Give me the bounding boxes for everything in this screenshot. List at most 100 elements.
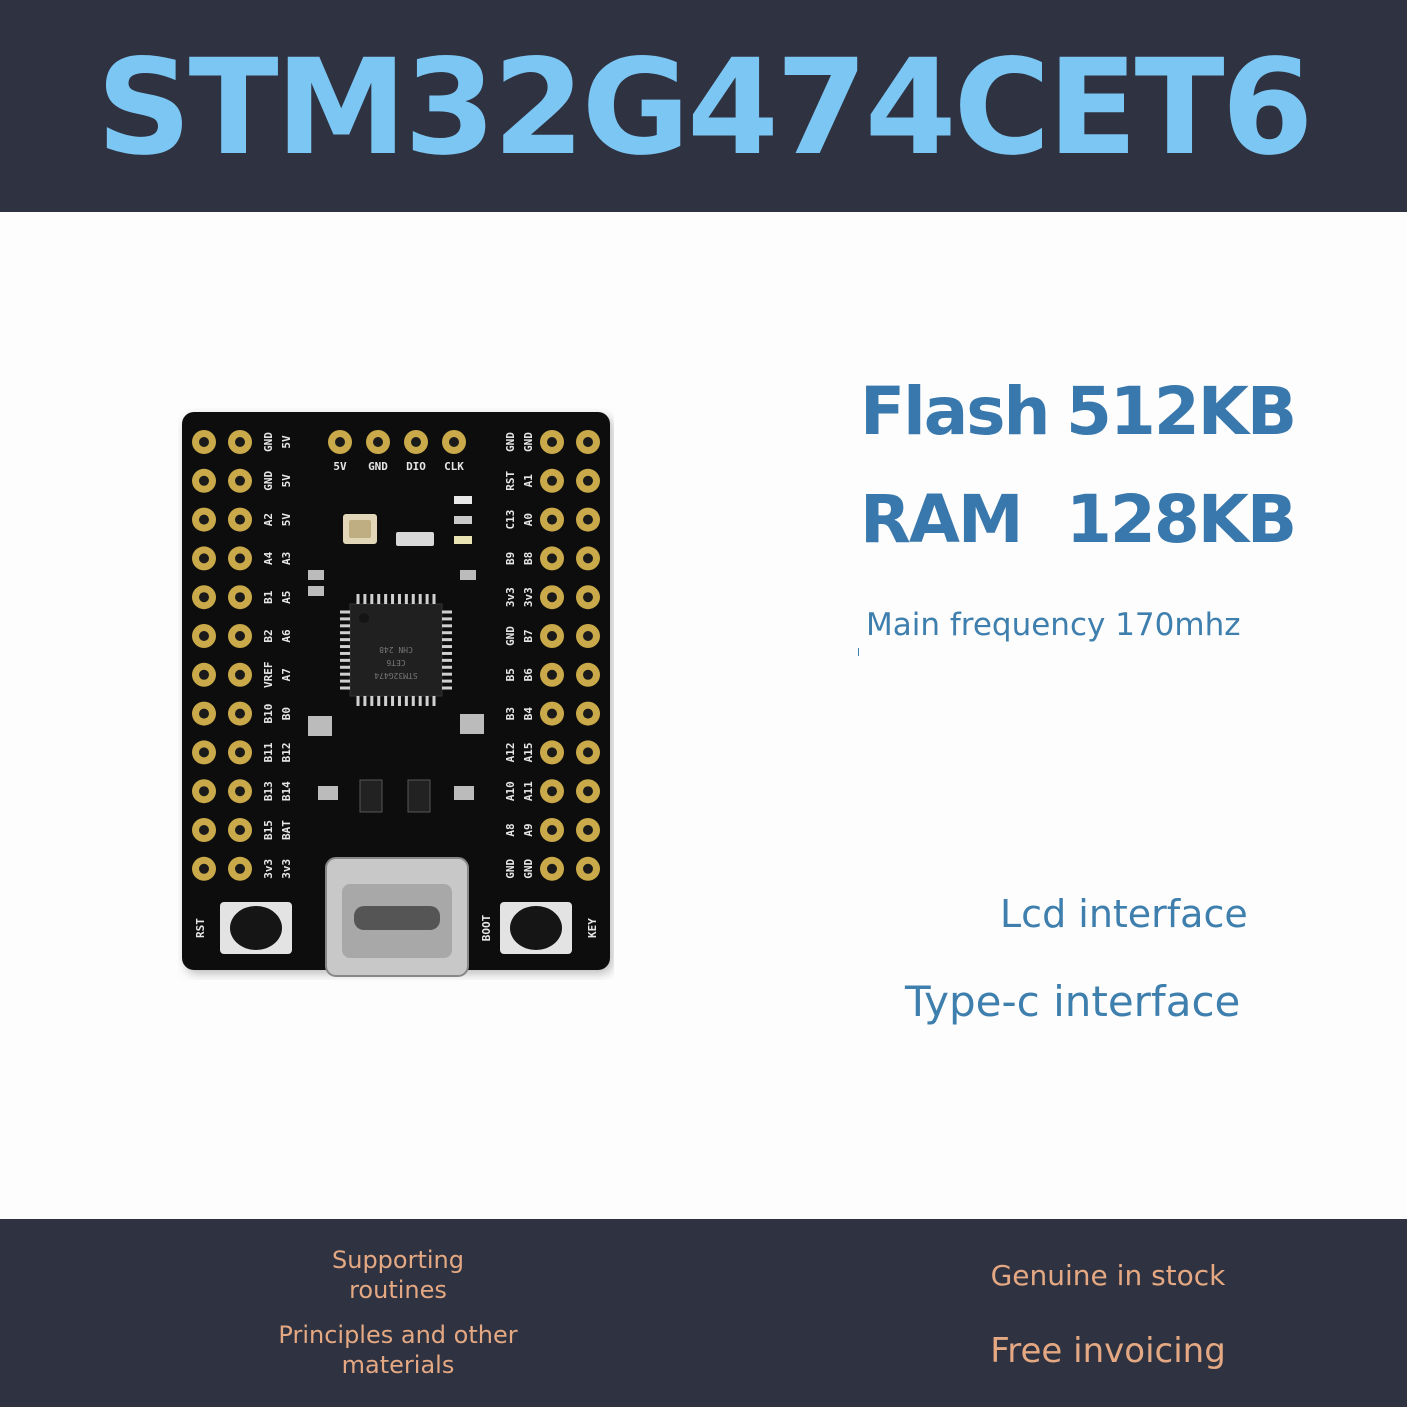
pin-label: A4 bbox=[262, 551, 275, 565]
pin-pad bbox=[540, 856, 564, 881]
pin-label: B10 bbox=[262, 704, 275, 724]
pin-pad bbox=[192, 701, 216, 726]
pin-label: GND bbox=[262, 470, 275, 490]
pin-pad bbox=[540, 585, 564, 610]
pin-label: 5V bbox=[280, 435, 293, 449]
main-frequency: Main frequency 170mhz bbox=[866, 607, 1241, 643]
pin-pad bbox=[192, 546, 216, 571]
header-pad bbox=[366, 430, 390, 454]
pin-pad bbox=[576, 779, 600, 804]
pin-label: B6 bbox=[522, 668, 535, 682]
header-label: GND bbox=[368, 460, 388, 473]
pin-pad bbox=[576, 701, 600, 726]
pin-pad bbox=[192, 779, 216, 804]
header-pad bbox=[442, 430, 466, 454]
pin-label: B5 bbox=[504, 668, 517, 681]
header-band bbox=[0, 0, 1407, 212]
pin-pad bbox=[576, 430, 600, 454]
pin-label: A6 bbox=[280, 629, 293, 643]
pin-label: A9 bbox=[522, 823, 535, 836]
pin-pad bbox=[576, 468, 600, 493]
footer-free-invoicing: Free invoicing bbox=[990, 1331, 1226, 1371]
header-label: 5V bbox=[333, 460, 347, 473]
pin-pad bbox=[228, 701, 252, 726]
footer-principles: Principles and other materials bbox=[278, 1321, 518, 1379]
pin-pad bbox=[192, 507, 216, 532]
pin-pad bbox=[540, 779, 564, 804]
board-image: STM32G474 CET6 CHN 248 bbox=[178, 408, 614, 980]
pin-label: A7 bbox=[280, 668, 293, 681]
pin-pad bbox=[540, 701, 564, 726]
pin-pad bbox=[576, 818, 600, 842]
svg-text:STM32G474: STM32G474 bbox=[374, 671, 418, 680]
pin-label: GND bbox=[504, 858, 517, 878]
board-svg: STM32G474 CET6 CHN 248 bbox=[182, 412, 610, 977]
pin-pad bbox=[228, 624, 252, 648]
mcu-chip: STM32G474 CET6 CHN 248 bbox=[349, 603, 443, 697]
pin-label: B14 bbox=[280, 781, 293, 801]
passive-components bbox=[308, 496, 484, 813]
pin-pad bbox=[576, 662, 600, 687]
button-label-boot: BOOT bbox=[480, 914, 493, 941]
pin-label: 3v3 bbox=[262, 859, 275, 879]
pin-label: 3v3 bbox=[280, 859, 293, 879]
typec-interface-text: Type-c interface bbox=[905, 977, 1241, 1026]
pin-label: 5V bbox=[280, 513, 293, 527]
footer-genuine-stock: Genuine in stock bbox=[990, 1259, 1226, 1292]
header-pad bbox=[404, 430, 428, 454]
pin-label: B8 bbox=[522, 552, 535, 565]
pin-pad bbox=[540, 624, 564, 648]
pin-label: RST bbox=[504, 470, 517, 490]
pin-pad bbox=[228, 507, 252, 532]
pin-pad bbox=[540, 507, 564, 532]
header-label: DIO bbox=[406, 460, 426, 473]
pin-pad bbox=[228, 856, 252, 881]
pin-label: 5V bbox=[280, 474, 293, 488]
text-cursor bbox=[858, 648, 859, 656]
pin-pad bbox=[228, 546, 252, 571]
svg-text:CET6: CET6 bbox=[386, 658, 405, 667]
pin-label: B4 bbox=[522, 707, 535, 721]
pin-pad bbox=[576, 624, 600, 648]
pin-pad bbox=[228, 430, 252, 454]
pin-label: A1 bbox=[522, 474, 535, 488]
pin-label: GND bbox=[504, 432, 517, 452]
usb-c-connector bbox=[325, 857, 469, 977]
pin-label: A15 bbox=[522, 742, 535, 762]
key-button bbox=[500, 902, 572, 954]
button-label-rst: RST bbox=[194, 918, 207, 938]
pin-label: GND bbox=[262, 432, 275, 452]
pin-pad bbox=[576, 585, 600, 610]
pin-label: B13 bbox=[262, 781, 275, 801]
pin-label: GND bbox=[522, 432, 535, 452]
pin-pad bbox=[228, 779, 252, 804]
pin-pad bbox=[540, 662, 564, 687]
pin-label: B1 bbox=[262, 590, 275, 604]
header-label: CLK bbox=[444, 460, 464, 473]
pin-pad bbox=[192, 430, 216, 454]
pin-label: C13 bbox=[504, 510, 517, 530]
pin-label: B12 bbox=[280, 742, 293, 762]
pin-pad bbox=[228, 662, 252, 687]
pin-label: B15 bbox=[262, 820, 275, 840]
pin-label: GND bbox=[504, 626, 517, 646]
rst-button bbox=[220, 902, 292, 954]
pin-pad bbox=[576, 740, 600, 765]
pin-label: GND bbox=[522, 858, 535, 878]
pin-label: A5 bbox=[280, 591, 293, 604]
pin-label: B11 bbox=[262, 742, 275, 762]
pin-pad bbox=[540, 430, 564, 454]
pin-pad bbox=[192, 662, 216, 687]
button-label-key: KEY bbox=[586, 918, 599, 938]
pin-pad bbox=[192, 624, 216, 648]
pin-label: B2 bbox=[262, 629, 275, 642]
pin-pad bbox=[192, 740, 216, 765]
pin-pad bbox=[540, 740, 564, 765]
svg-text:CHN 248: CHN 248 bbox=[379, 645, 413, 654]
pin-pad bbox=[192, 818, 216, 842]
pin-pad bbox=[228, 585, 252, 610]
pin-pad bbox=[192, 585, 216, 610]
footer-supporting-routines: Supporting routines bbox=[332, 1246, 464, 1304]
pin-label: A8 bbox=[504, 823, 517, 836]
pin-pad bbox=[228, 818, 252, 842]
